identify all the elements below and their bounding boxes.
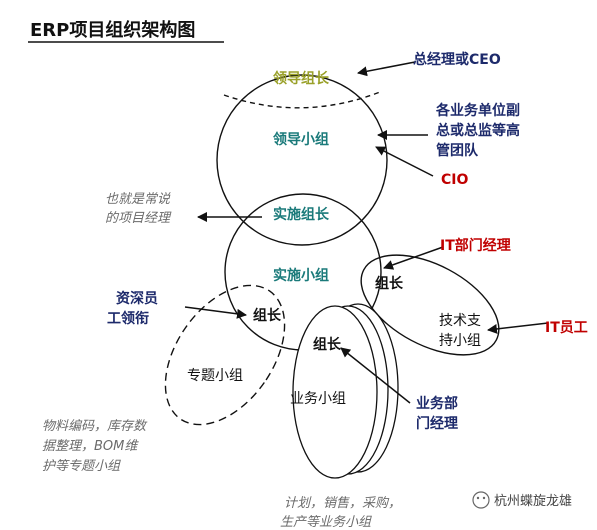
- business-desc-line2: 生产等业务小组: [280, 515, 372, 530]
- special-desc-line2: 据整理，BOM维: [42, 439, 139, 454]
- arrow-cio: [375, 146, 434, 177]
- it-manager-annotation: IT部门经理: [440, 237, 511, 254]
- leadership-circle: [216, 74, 388, 246]
- it-group-label-line1: 技术支: [439, 313, 481, 329]
- leadership-group-label: 领导小组: [273, 131, 329, 148]
- vp-annotation-line2: 总或总监等高: [436, 122, 520, 139]
- senior-staff-annotation-line2: 工领衔: [107, 310, 149, 327]
- dept-manager-annotation-line1: 业务部: [416, 395, 458, 412]
- wechat-icon: [472, 491, 490, 509]
- arrow-ceo: [357, 61, 416, 77]
- special-group-label: 专题小组: [187, 368, 243, 384]
- watermark: 杭州蝶旋龙雄: [472, 491, 572, 509]
- dept-manager-annotation-line2: 门经理: [416, 415, 458, 432]
- ceo-annotation: 总经理或CEO: [413, 51, 501, 68]
- diagram-title: ERP项目组织架构图: [30, 19, 195, 41]
- it-staff-annotation: IT员工: [545, 320, 588, 336]
- implementation-group-label: 实施小组: [273, 267, 329, 284]
- cio-annotation: CIO: [441, 172, 468, 188]
- it-group-leader-label: 组长: [375, 275, 404, 292]
- business-ellipse-front: [292, 305, 378, 479]
- wechat-icon-eye-right: [482, 496, 486, 500]
- arrow-dept-manager: [340, 347, 411, 404]
- arrow-it-manager: [383, 246, 444, 270]
- business-group-label: 业务小组: [290, 391, 346, 407]
- pm-annotation-line1: 也就是常说: [105, 192, 171, 207]
- senior-staff-annotation-line1: 资深员: [116, 290, 158, 307]
- leadership-leader-label: 领导组长: [273, 70, 330, 87]
- wechat-icon-eye-left: [476, 496, 480, 500]
- business-desc-line1: 计划，销售，采购，: [284, 496, 401, 511]
- vp-annotation-line3: 管团队: [436, 142, 479, 159]
- leadership-divider: [223, 91, 381, 109]
- pm-annotation-line2: 的项目经理: [105, 211, 172, 226]
- special-group-leader-label: 组长: [253, 307, 282, 324]
- vp-annotation-line1: 各业务单位副: [435, 102, 520, 119]
- business-group-leader-label: 组长: [313, 336, 342, 353]
- it-support-ellipse: [360, 254, 500, 356]
- special-group-ellipse: [164, 284, 286, 426]
- it-group-label-line2: 持小组: [439, 333, 481, 349]
- special-desc-line1: 物料编码，库存数: [42, 419, 148, 434]
- arrow-senior-staff: [184, 306, 247, 319]
- special-desc-line3: 护等专题小组: [42, 459, 121, 474]
- implementation-leader-label: 实施组长: [273, 206, 330, 223]
- watermark-text: 杭州蝶旋龙雄: [494, 494, 572, 509]
- arrow-it-staff: [487, 322, 549, 334]
